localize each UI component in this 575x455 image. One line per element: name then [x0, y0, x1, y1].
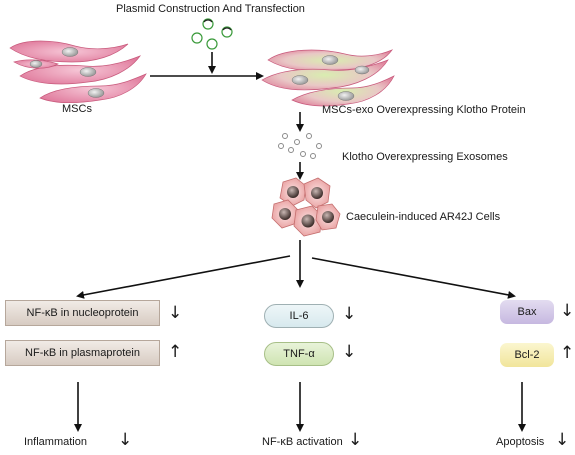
transfected-cells — [261, 49, 395, 107]
box-label: TNF-α — [283, 348, 315, 360]
box-nfkb-plasmaprotein: NF-κB in plasmaprotein — [5, 340, 160, 366]
box-label: IL-6 — [289, 310, 309, 322]
trend-arrow: ↓ — [560, 301, 575, 321]
trend-arrow: ↓ — [168, 303, 183, 323]
label-exosomes: Klotho Overexpressing Exosomes — [342, 151, 508, 163]
outcome-nfkb-activation: NF-κB activation — [262, 436, 343, 448]
arrow-right-branch — [311, 257, 516, 299]
box-label: NF-κB in nucleoprotein — [26, 307, 139, 319]
box-bax: Bax — [500, 300, 554, 324]
trend-arrow: ↓ — [342, 304, 357, 324]
outcome-inflammation: Inflammation — [24, 436, 87, 448]
outcome-apoptosis: Apoptosis — [496, 436, 545, 448]
pill-tnf: TNF-α — [264, 342, 334, 366]
box-label: Bax — [517, 306, 537, 318]
step-title: Plasmid Construction And Transfection — [116, 3, 305, 15]
label-mscs: MSCs — [62, 103, 92, 115]
box-label: NF-κB in plasmaprotein — [25, 347, 140, 359]
exosome-icons — [278, 133, 322, 159]
arrow-left-branch — [76, 255, 291, 299]
trend-arrow: ↓ — [118, 430, 133, 450]
msc-cells — [9, 40, 147, 104]
box-nfkb-nucleoprotein: NF-κB in nucleoprotein — [5, 300, 160, 326]
trend-arrow: ↓ — [348, 430, 363, 450]
label-mscs-exo: MSCs-exo Overexpressing Klotho Protein — [322, 104, 526, 116]
ar42j-cells — [271, 177, 341, 237]
trend-arrow: ↓ — [342, 342, 357, 362]
trend-arrow: ↑ — [168, 342, 183, 362]
flow-arrows — [74, 52, 526, 432]
box-label: Bcl-2 — [514, 349, 540, 361]
pill-il6: IL-6 — [264, 304, 334, 328]
plasmid-icons — [191, 18, 233, 50]
trend-arrow: ↓ — [555, 430, 570, 450]
trend-arrow: ↑ — [560, 343, 575, 363]
label-cells: Caeculein-induced AR42J Cells — [346, 211, 501, 223]
box-bcl2: Bcl-2 — [500, 343, 554, 367]
